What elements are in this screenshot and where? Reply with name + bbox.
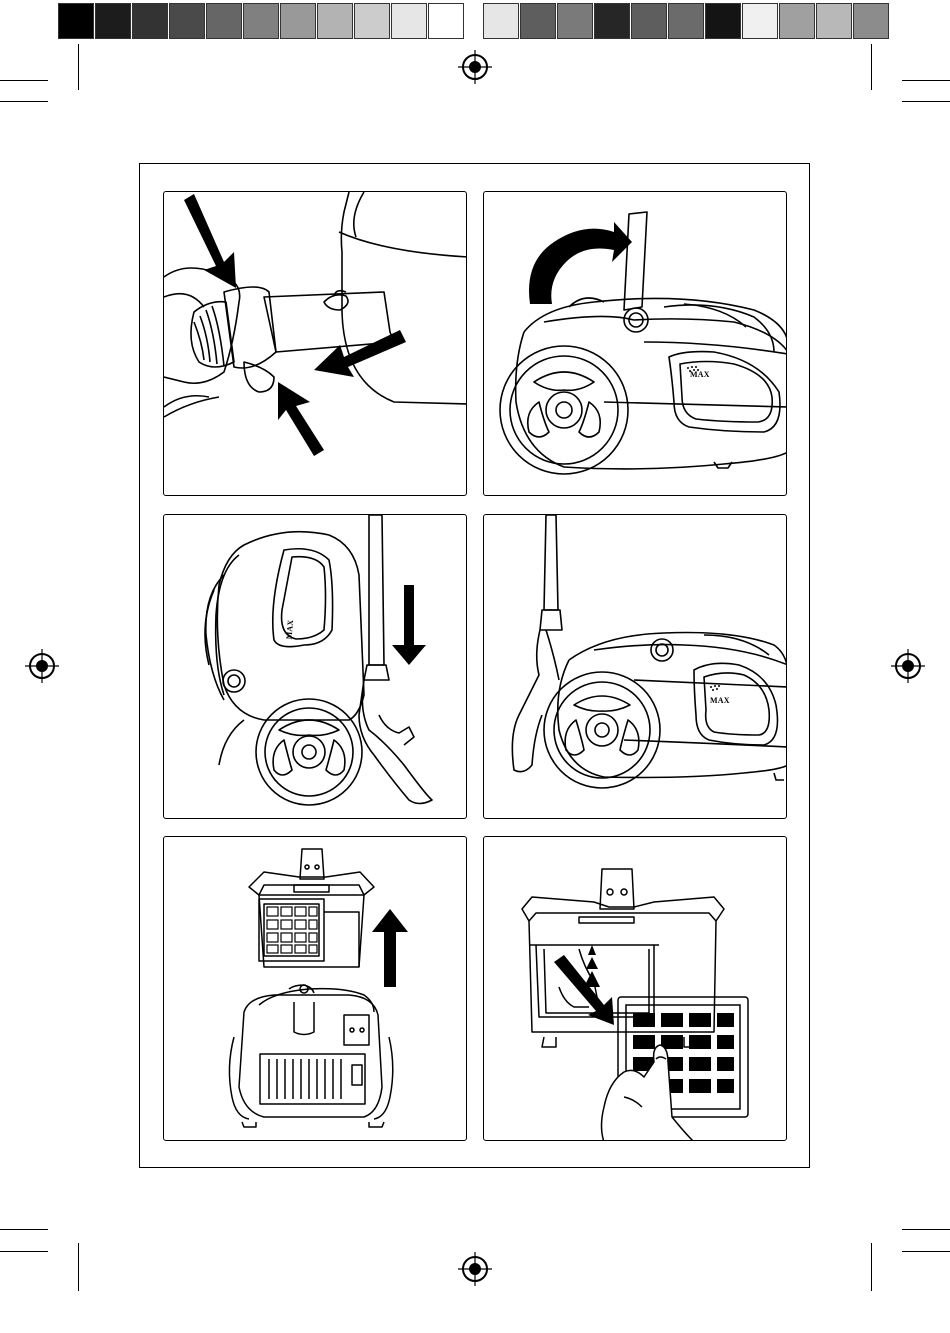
crop-mark [0, 80, 48, 81]
color-swatch [557, 3, 593, 39]
crop-mark [871, 1243, 872, 1291]
crop-mark [871, 44, 872, 90]
crosshair-registration-icon [891, 649, 925, 683]
crosshair-registration-icon [458, 50, 492, 84]
color-swatch [206, 3, 242, 39]
filter-replace-illustration [484, 837, 787, 1141]
crosshair-registration-icon [458, 1252, 492, 1286]
color-swatch [354, 3, 390, 39]
color-swatch [779, 3, 815, 39]
color-swatch [391, 3, 427, 39]
color-bar-right [483, 3, 890, 39]
crop-mark [78, 1243, 79, 1291]
vertical-park-illustration [164, 515, 467, 819]
crop-mark [902, 1251, 950, 1252]
figure-2-handle-lift: MAX [483, 191, 787, 496]
crop-mark [902, 80, 950, 81]
max-fill-label: MAX [690, 370, 710, 379]
crop-mark [0, 1229, 48, 1230]
color-swatch [132, 3, 168, 39]
color-swatch [668, 3, 704, 39]
color-swatch [631, 3, 667, 39]
horizontal-park-illustration [484, 515, 787, 819]
crop-mark [902, 101, 950, 102]
color-swatch [58, 3, 94, 39]
color-swatch [483, 3, 519, 39]
color-swatch [816, 3, 852, 39]
color-swatch [428, 3, 464, 39]
crop-mark [0, 101, 48, 102]
max-fill-label: MAX [285, 619, 296, 639]
crop-mark [0, 1251, 48, 1252]
color-swatch [520, 3, 556, 39]
max-fill-label: MAX [710, 696, 730, 705]
crop-mark [78, 44, 79, 90]
color-bar-left [58, 3, 465, 39]
figure-4-horizontal-park: MAX [483, 514, 787, 819]
figure-1-hose-connect [163, 191, 467, 496]
color-swatch [705, 3, 741, 39]
color-swatch [742, 3, 778, 39]
color-swatch [169, 3, 205, 39]
color-swatch [317, 3, 353, 39]
handle-lift-illustration [484, 192, 787, 496]
figure-3-vertical-park: MAX [163, 514, 467, 819]
color-swatch [280, 3, 316, 39]
figure-6-filter-replace [483, 836, 787, 1141]
crosshair-registration-icon [25, 649, 59, 683]
color-swatch [853, 3, 889, 39]
hose-connect-illustration [164, 192, 467, 496]
figure-5-filter-remove [163, 836, 467, 1141]
filter-remove-illustration [164, 837, 467, 1141]
color-swatch [594, 3, 630, 39]
crop-mark [902, 1229, 950, 1230]
color-swatch [243, 3, 279, 39]
color-swatch [95, 3, 131, 39]
